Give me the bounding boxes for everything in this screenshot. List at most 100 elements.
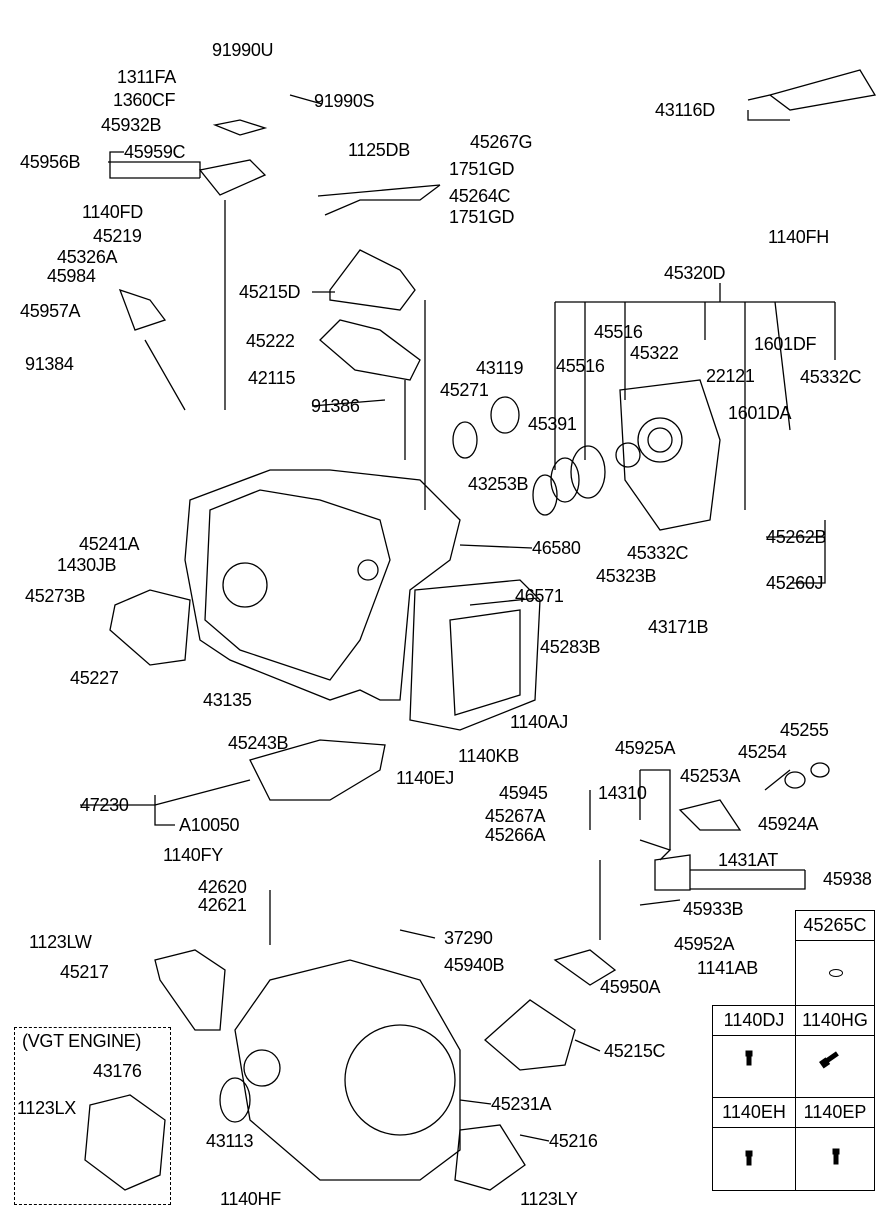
table-cell-1140ep (795, 1127, 875, 1191)
part-label[interactable]: 45253A (680, 766, 741, 786)
part-label[interactable]: 45267G (470, 132, 533, 152)
part-label[interactable]: 45243B (228, 733, 289, 753)
vgt-engine-title: (VGT ENGINE) (22, 1031, 142, 1051)
part-label[interactable]: 45264C (449, 186, 511, 206)
part-label[interactable]: A10050 (179, 815, 240, 835)
part-label[interactable]: 1123LX (17, 1098, 76, 1118)
bolt-icon (745, 1050, 753, 1066)
part-label[interactable]: 45938 (823, 869, 872, 889)
part-label[interactable]: 46571 (515, 586, 564, 606)
part-label[interactable]: 43176 (93, 1061, 142, 1081)
part-label[interactable]: 45322 (630, 343, 679, 363)
part-label[interactable]: 1140KB (458, 746, 519, 766)
part-label[interactable]: 1123LY (520, 1189, 578, 1209)
part-label[interactable]: 45216 (549, 1131, 598, 1151)
part-label[interactable]: 45924A (758, 814, 819, 834)
part-label[interactable]: 45950A (600, 977, 661, 997)
part-label[interactable]: 45254 (738, 742, 787, 762)
part-label[interactable]: 37290 (444, 928, 493, 948)
rear-cover (619, 379, 721, 531)
part-label[interactable]: 45933B (683, 899, 744, 919)
part-label[interactable]: 45516 (556, 356, 605, 376)
part-label[interactable]: 1140FY (163, 845, 223, 865)
part-label[interactable]: 45957A (20, 301, 81, 321)
part-label[interactable]: 45959C (124, 142, 186, 162)
part-label[interactable]: 42620 (198, 877, 247, 897)
part-label[interactable]: 1360CF (113, 90, 176, 110)
oil-pan (409, 579, 541, 731)
bolt-icon (745, 1150, 753, 1166)
part-label[interactable]: 46580 (532, 538, 581, 558)
part-label[interactable]: 1430JB (57, 555, 117, 575)
part-label[interactable]: 45215D (239, 282, 301, 302)
part-label[interactable]: 91990U (212, 40, 274, 60)
vgt-engine-box (14, 1027, 171, 1205)
part-label[interactable]: 45984 (47, 266, 96, 286)
part-label[interactable]: 45219 (93, 226, 142, 246)
part-label[interactable]: 45323B (596, 566, 657, 586)
part-label[interactable]: 45283B (540, 637, 601, 657)
part-label[interactable]: 47230 (80, 795, 129, 815)
sealant-tube (768, 69, 877, 111)
part-label[interactable]: 45227 (70, 668, 119, 688)
part-label[interactable]: 45945 (499, 783, 548, 803)
part-label[interactable]: 45332C (800, 367, 862, 387)
part-label[interactable]: 45266A (485, 825, 546, 845)
part-label[interactable]: 45231A (491, 1094, 552, 1114)
part-label[interactable]: 91384 (25, 354, 74, 374)
part-label[interactable]: 43171B (648, 617, 709, 637)
part-label[interactable]: 22121 (706, 366, 755, 386)
part-label[interactable]: 1601DF (754, 334, 817, 354)
part-label[interactable]: 45241A (79, 534, 140, 554)
bolt-icon (832, 1148, 840, 1165)
part-label[interactable]: 43135 (203, 690, 252, 710)
part-label[interactable]: 45255 (780, 720, 829, 740)
part-label[interactable]: 1751GD (449, 159, 515, 179)
part-label[interactable]: 91990S (314, 91, 375, 111)
part-label[interactable]: 45215C (604, 1041, 666, 1061)
part-label[interactable]: 45260J (766, 573, 824, 593)
part-label[interactable]: 1140FD (82, 202, 143, 222)
part-label[interactable]: 42621 (198, 895, 247, 915)
part-label[interactable]: 45326A (57, 247, 118, 267)
part-label[interactable]: 1140HF (220, 1189, 281, 1209)
oil-filter (249, 739, 386, 801)
part-label[interactable]: 45271 (440, 380, 489, 400)
part-label[interactable]: 1140EJ (396, 768, 454, 788)
part-label[interactable]: 45267A (485, 806, 546, 826)
part-label[interactable]: 1140FH (768, 227, 829, 247)
part-label[interactable]: 14310 (598, 783, 647, 803)
part-label[interactable]: 42115 (248, 368, 296, 388)
washer-icon (829, 969, 843, 977)
part-label[interactable]: 45952A (674, 934, 735, 954)
part-label[interactable]: 45222 (246, 331, 295, 351)
part-label[interactable]: 43116D (655, 100, 715, 120)
part-label[interactable]: 1601DA (728, 403, 792, 423)
part-label[interactable]: 45273B (25, 586, 86, 606)
part-label[interactable]: 43253B (468, 474, 529, 494)
part-label[interactable]: 45320D (664, 263, 726, 283)
part-label[interactable]: 91386 (311, 396, 360, 416)
part-label[interactable]: 45262B (766, 527, 827, 547)
part-label[interactable]: 1140AJ (510, 712, 568, 732)
part-label[interactable]: 43113 (206, 1131, 254, 1151)
part-label[interactable]: 1141AB (697, 958, 758, 978)
part-label[interactable]: 43119 (476, 358, 524, 378)
part-label[interactable]: 45932B (101, 115, 162, 135)
part-label[interactable]: 45956B (20, 152, 81, 172)
part-label[interactable]: 1123LW (29, 932, 92, 952)
part-label[interactable]: 1125DB (348, 140, 410, 160)
transmission-case (184, 469, 461, 701)
part-label[interactable]: 45925A (615, 738, 676, 758)
part-label[interactable]: 1311FA (117, 67, 176, 87)
part-label[interactable]: 45217 (60, 962, 109, 982)
part-label[interactable]: 1431AT (718, 850, 778, 870)
part-label[interactable]: 45332C (627, 543, 689, 563)
part-label[interactable]: 1751GD (449, 207, 515, 227)
part-label[interactable]: 45940B (444, 955, 505, 975)
part-label[interactable]: 45391 (528, 414, 577, 434)
part-label[interactable]: 45516 (594, 322, 643, 342)
